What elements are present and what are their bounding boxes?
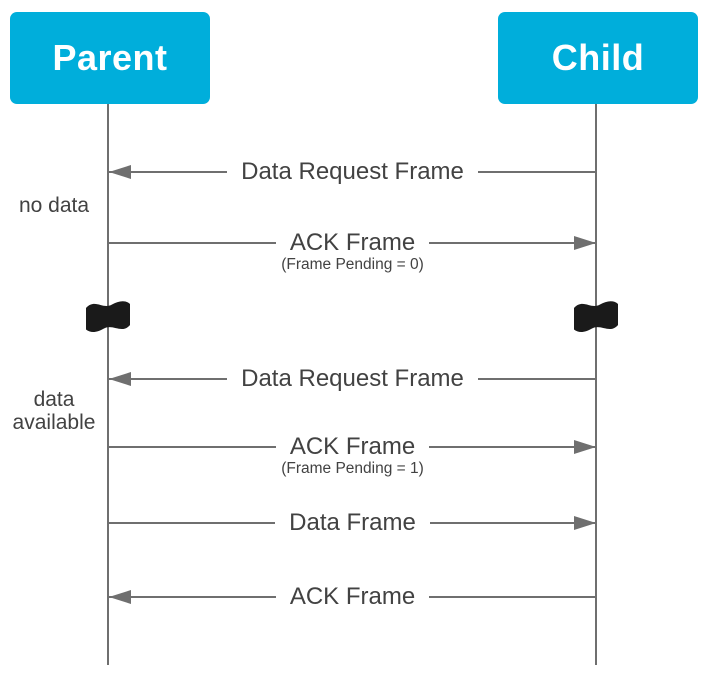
arrowhead-right-icon [574,236,596,250]
actor-label-parent: Parent [52,37,168,78]
flag-icon [84,295,132,338]
message-label: ACK Frame [289,433,416,460]
message-data-request-2: Data Request Frame [109,364,597,394]
message-data-request-1: Data Request Frame [109,157,597,187]
message-label: Data Request Frame [241,158,464,185]
actor-box-parent: Parent [10,12,210,104]
message-label: Data Request Frame [241,365,464,392]
message-sublabel: (Frame Pending = 0) [281,256,424,273]
arrow-line [109,242,276,244]
arrow-line [109,446,276,448]
arrow-line [477,171,597,173]
arrowhead-right-icon [574,516,596,530]
arrowhead-left-icon [109,165,131,179]
arrow-line [429,446,597,448]
message-sublabel: (Frame Pending = 1) [281,460,424,477]
message-arrow: ACK Frame [109,228,597,258]
arrow-line [109,596,276,598]
arrow-line [109,378,228,380]
arrow-line [477,378,597,380]
arrow-line [109,522,276,524]
arrow-line [429,596,597,598]
arrowhead-left-icon [109,372,131,386]
message-ack-2: ACK Frame (Frame Pending = 1) [109,432,597,478]
arrow-line [429,242,597,244]
message-arrow: Data Request Frame [109,364,597,394]
arrowhead-right-icon [574,440,596,454]
message-arrow: ACK Frame [109,582,597,612]
lifeline-child [595,104,597,665]
message-ack-1: ACK Frame (Frame Pending = 0) [109,228,597,274]
arrowhead-left-icon [109,590,131,604]
arrow-line [109,171,228,173]
message-label: ACK Frame [289,583,416,610]
lifeline-parent [107,104,109,665]
message-arrow: Data Request Frame [109,157,597,187]
annotation-no-data: no data [18,194,90,217]
message-arrow: ACK Frame [109,432,597,462]
arrow-line [429,522,597,524]
actor-label-child: Child [551,37,645,78]
message-ack-3: ACK Frame [109,582,597,612]
message-label: ACK Frame [289,229,416,256]
flag-icon [572,295,620,338]
annotation-data-available: data available [12,388,96,434]
message-data-frame: Data Frame [109,508,597,538]
actor-box-child: Child [498,12,698,104]
message-label: Data Frame [289,509,416,536]
message-arrow: Data Frame [109,508,597,538]
